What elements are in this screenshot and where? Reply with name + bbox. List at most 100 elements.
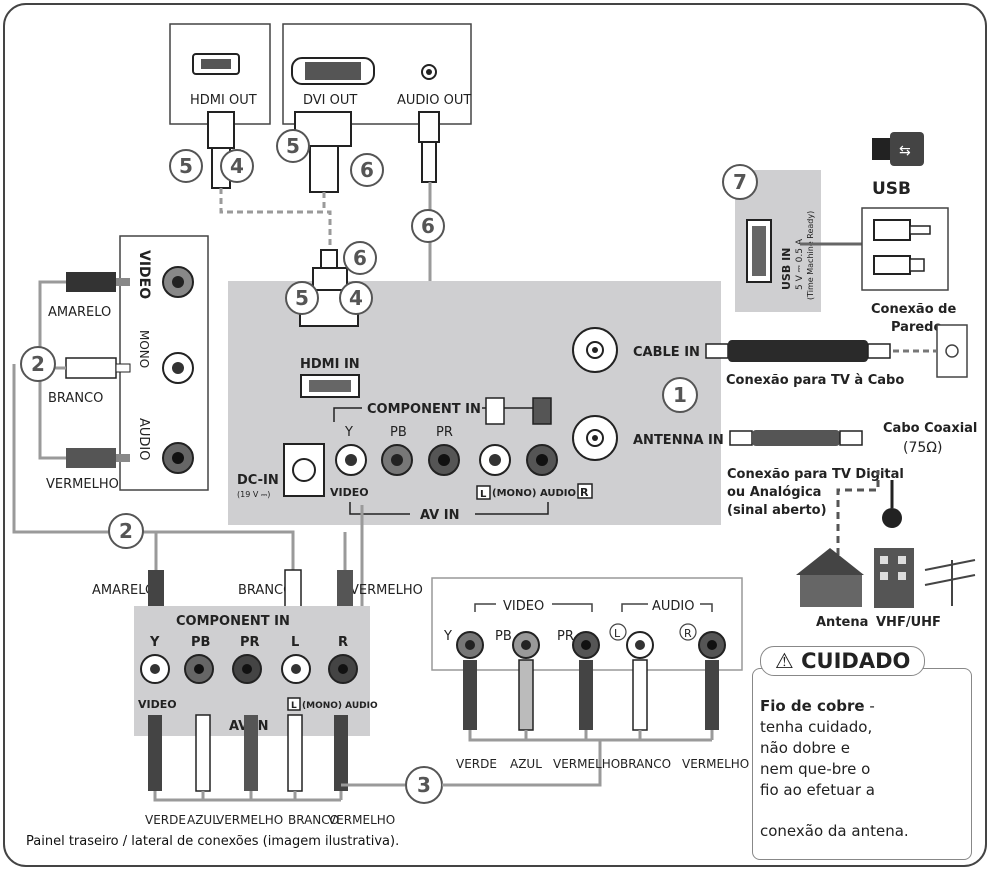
bottom-video-label: VIDEO bbox=[138, 698, 177, 711]
bottom-branco2-label: BRANCO bbox=[288, 813, 339, 827]
bottom-component-in-label: COMPONENT IN bbox=[176, 614, 290, 629]
bottom-azul-label: AZUL bbox=[187, 813, 219, 827]
cable-in-jack bbox=[572, 327, 618, 373]
ext-video-bracket bbox=[474, 603, 593, 612]
side-plug-vermelho bbox=[66, 448, 130, 468]
tv-l-square bbox=[476, 485, 491, 500]
svg-text:5: 5 bbox=[295, 286, 309, 310]
hdmi-dvi-dashed-cable bbox=[219, 188, 332, 250]
usb-cable-icon bbox=[873, 219, 911, 241]
dc-in-jack bbox=[292, 458, 316, 482]
badge-2-bottom: 2 bbox=[108, 513, 144, 549]
side-plug-amarelo bbox=[66, 272, 130, 292]
usb-stick-icon bbox=[873, 255, 911, 275]
ext-output-cable bbox=[468, 730, 714, 742]
caution-bold: Fio de cobre bbox=[760, 697, 865, 715]
bottom-jack-l bbox=[281, 654, 311, 684]
caution-text: Fio de cobre - tenha cuidado, não dobre … bbox=[760, 696, 876, 801]
badge-1: 1 bbox=[662, 377, 698, 413]
bottom-output-cable bbox=[153, 783, 405, 802]
badge-6-dvi: 6 bbox=[350, 153, 384, 187]
side-jack-audio-r bbox=[162, 442, 194, 474]
ext-jack-l bbox=[626, 631, 654, 659]
bottom-jack-pb bbox=[184, 654, 214, 684]
badge-4-hdmi: 4 bbox=[220, 149, 254, 183]
audio-plug-body bbox=[421, 141, 437, 183]
tv-mono-audio-label: (MONO) AUDIO bbox=[492, 488, 576, 499]
external-device-cable bbox=[442, 740, 602, 787]
ext-jack-y bbox=[456, 631, 484, 659]
dc-in-label: DC-IN bbox=[237, 473, 279, 488]
outer-frame bbox=[3, 3, 987, 867]
side-jack-video bbox=[162, 266, 194, 298]
tv-r-square bbox=[577, 483, 593, 499]
svg-text:6: 6 bbox=[360, 158, 374, 182]
tv-l-label: L bbox=[480, 489, 487, 500]
usb-stick-plug bbox=[909, 258, 925, 272]
ext-pb-label: PB bbox=[495, 629, 512, 644]
conexao-digital-line2: ou Analógica bbox=[727, 485, 821, 500]
ext-azul-label: AZUL bbox=[510, 757, 542, 771]
bottom-branco-label: BRANCO bbox=[238, 583, 293, 598]
badge-5-dvi: 5 bbox=[276, 129, 310, 163]
svg-text:7: 7 bbox=[733, 170, 747, 194]
ext-y-label: Y bbox=[443, 629, 452, 644]
usb-title: USB bbox=[872, 179, 911, 199]
ext-r-circle bbox=[679, 623, 697, 641]
component-feed-cable bbox=[12, 364, 347, 570]
hdmi-out-label: HDMI OUT bbox=[190, 93, 257, 108]
bottom-mono-audio-label: (MONO) AUDIO bbox=[302, 701, 378, 711]
badge-5-hdmi: 5 bbox=[169, 149, 203, 183]
badge-6-hdmi-in: 6 bbox=[343, 241, 377, 275]
audio-plug-top bbox=[418, 111, 440, 143]
ext-plugs bbox=[463, 659, 719, 731]
tv-video-label: VIDEO bbox=[330, 486, 369, 499]
tv-jack-audio-l bbox=[479, 444, 511, 476]
hdmi-in-port-inner bbox=[309, 380, 351, 392]
usb-note-label: (Time Machine Ready) bbox=[806, 211, 815, 300]
bottom-jack-pr bbox=[232, 654, 262, 684]
cable-tv-coax bbox=[705, 340, 891, 362]
badge-5-hdmi-in: 5 bbox=[285, 281, 319, 315]
tv-jack-audio-r bbox=[526, 444, 558, 476]
ext-jack-pb bbox=[512, 631, 540, 659]
caution-box bbox=[752, 668, 972, 860]
svg-text:6: 6 bbox=[353, 246, 367, 270]
antenna-plug-icon bbox=[882, 508, 902, 528]
bottom-jack-y bbox=[140, 654, 170, 684]
cabo-coaxial-line1: Cabo Coaxial bbox=[883, 421, 977, 436]
bottom-l-square bbox=[287, 697, 301, 711]
usb-cable-plug bbox=[909, 225, 931, 235]
badge-2-side: 2 bbox=[20, 346, 56, 382]
badge-6-audio: 6 bbox=[411, 209, 445, 243]
ext-l-circle bbox=[609, 623, 627, 641]
bottom-pb-label: PB bbox=[191, 635, 210, 650]
side-audio-label: AUDIO bbox=[136, 418, 151, 461]
antena-label: Antena bbox=[816, 615, 868, 630]
svg-text:5: 5 bbox=[179, 154, 193, 178]
conexao-digital-line3: (sinal aberto) bbox=[727, 503, 827, 518]
warning-icon: ⚠ bbox=[775, 649, 794, 673]
dc-in-spec: (19 V ⎓) bbox=[237, 490, 270, 499]
svg-text:4: 4 bbox=[230, 154, 244, 178]
bottom-output-plugs bbox=[148, 714, 348, 792]
conexao-parede-line1: Conexão de bbox=[871, 302, 956, 317]
hdmi-in-label: HDMI IN bbox=[300, 357, 360, 372]
svg-text:4: 4 bbox=[349, 286, 363, 310]
bottom-pr-label: PR bbox=[240, 635, 260, 650]
svg-text:2: 2 bbox=[31, 352, 45, 376]
badge-3: 3 bbox=[405, 766, 443, 804]
caution-rest: - tenha bbox=[760, 697, 875, 736]
tv-y-label: Y bbox=[344, 425, 353, 440]
hdmi-plug-top bbox=[207, 111, 235, 149]
bottom-r-label: R bbox=[338, 635, 348, 650]
side-branco-label: BRANCO bbox=[48, 391, 103, 406]
ext-pr-label: PR bbox=[557, 629, 574, 644]
tv-jack-pb bbox=[381, 444, 413, 476]
tv-audio-r-plug bbox=[532, 397, 552, 425]
usb-port-inner bbox=[752, 226, 766, 276]
conexao-digital-line1: Conexão para TV Digital bbox=[727, 467, 904, 482]
building-icon bbox=[874, 548, 914, 608]
bottom-verde-label: VERDE bbox=[145, 813, 186, 827]
